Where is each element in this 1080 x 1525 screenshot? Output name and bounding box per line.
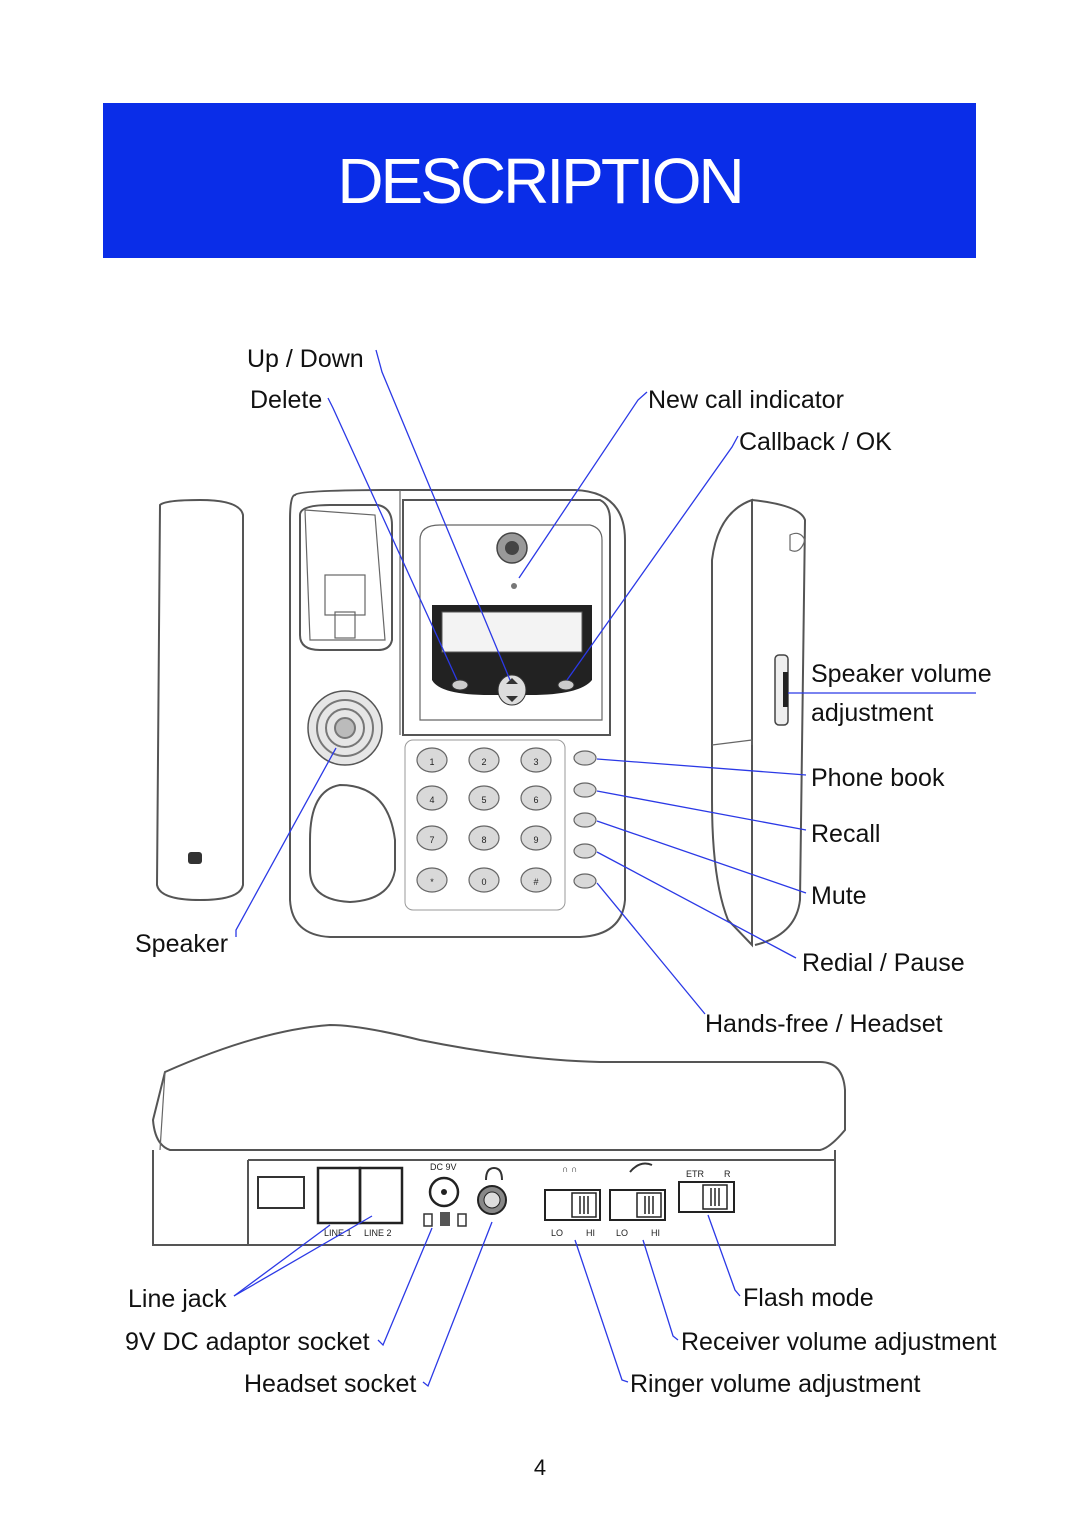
svg-text:*: *	[430, 877, 434, 887]
label-delete: Delete	[250, 386, 322, 414]
svg-text:0: 0	[481, 877, 486, 887]
label-redial-pause: Redial / Pause	[802, 949, 965, 977]
dc9v-label: DC 9V	[430, 1162, 457, 1172]
svg-text:1: 1	[429, 757, 434, 767]
label-callback-ok: Callback / OK	[739, 428, 892, 456]
line1-label: LINE 1	[324, 1228, 352, 1238]
handset	[155, 498, 244, 902]
key-2: 2	[468, 747, 500, 773]
redial-pause-key	[573, 843, 597, 859]
title-banner: DESCRIPTION	[103, 103, 976, 258]
key-5: 5	[468, 785, 500, 811]
line2-label: LINE 2	[364, 1228, 392, 1238]
ringer-lo-label: LO	[551, 1228, 563, 1238]
keypad: 1 2 3 4 5 6 7 8 9 * 0 #	[416, 747, 552, 893]
key-9: 9	[520, 825, 552, 851]
svg-text:8: 8	[481, 835, 486, 845]
svg-text:4: 4	[429, 795, 434, 805]
page-number: 4	[533, 1455, 547, 1480]
svg-text:7: 7	[429, 835, 434, 845]
svg-text:#: #	[533, 877, 538, 887]
label-dc-adaptor-socket: 9V DC adaptor socket	[125, 1328, 370, 1356]
svg-text:3: 3	[533, 757, 538, 767]
label-ringer-volume: Ringer volume adjustment	[630, 1370, 920, 1398]
label-up-down: Up / Down	[247, 345, 364, 373]
key-4: 4	[416, 785, 448, 811]
hands-free-key	[573, 873, 597, 889]
side-view	[711, 498, 807, 948]
label-flash-mode: Flash mode	[743, 1284, 874, 1312]
rear-view: LINE 1 LINE 2 DC 9V ∩ ∩ LO HI LO HI ETR …	[151, 1023, 846, 1246]
leader-lines	[233, 349, 976, 1388]
label-new-call-indicator: New call indicator	[648, 386, 844, 414]
key-star: *	[416, 867, 448, 893]
key-1: 1	[416, 747, 448, 773]
label-receiver-volume: Receiver volume adjustment	[681, 1328, 996, 1356]
label-speaker: Speaker	[135, 930, 228, 958]
svg-text:6: 6	[533, 795, 538, 805]
key-hash: #	[520, 867, 552, 893]
function-keys	[573, 750, 597, 889]
label-phone-book: Phone book	[811, 764, 945, 792]
labels: Up / Down Delete New call indicator Call…	[125, 345, 996, 1398]
page-title: DESCRIPTION	[337, 144, 744, 217]
label-speaker-volume: Speaker volume	[811, 660, 992, 688]
svg-text:∩ ∩: ∩ ∩	[562, 1164, 577, 1174]
etr-label: ETR	[686, 1169, 705, 1179]
label-mute: Mute	[811, 882, 867, 910]
recall-key	[573, 782, 597, 798]
svg-text:5: 5	[481, 795, 486, 805]
key-6: 6	[520, 785, 552, 811]
label-hands-free-headset: Hands-free / Headset	[705, 1010, 943, 1038]
label-headset-socket: Headset socket	[244, 1370, 416, 1398]
key-8: 8	[468, 825, 500, 851]
mute-key	[573, 812, 597, 828]
svg-text:9: 9	[533, 835, 538, 845]
r-label: R	[724, 1169, 731, 1179]
ringer-hi-label: HI	[586, 1228, 595, 1238]
label-line-jack: Line jack	[128, 1285, 227, 1313]
phone-book-key	[573, 750, 597, 766]
receiver-hi-label: HI	[651, 1228, 660, 1238]
key-0: 0	[468, 867, 500, 893]
receiver-lo-label: LO	[616, 1228, 628, 1238]
label-recall: Recall	[811, 820, 880, 848]
svg-text:2: 2	[481, 757, 486, 767]
key-3: 3	[520, 747, 552, 773]
base-unit	[289, 489, 626, 938]
label-speaker-volume-adjustment: adjustment	[811, 699, 933, 727]
key-7: 7	[416, 825, 448, 851]
